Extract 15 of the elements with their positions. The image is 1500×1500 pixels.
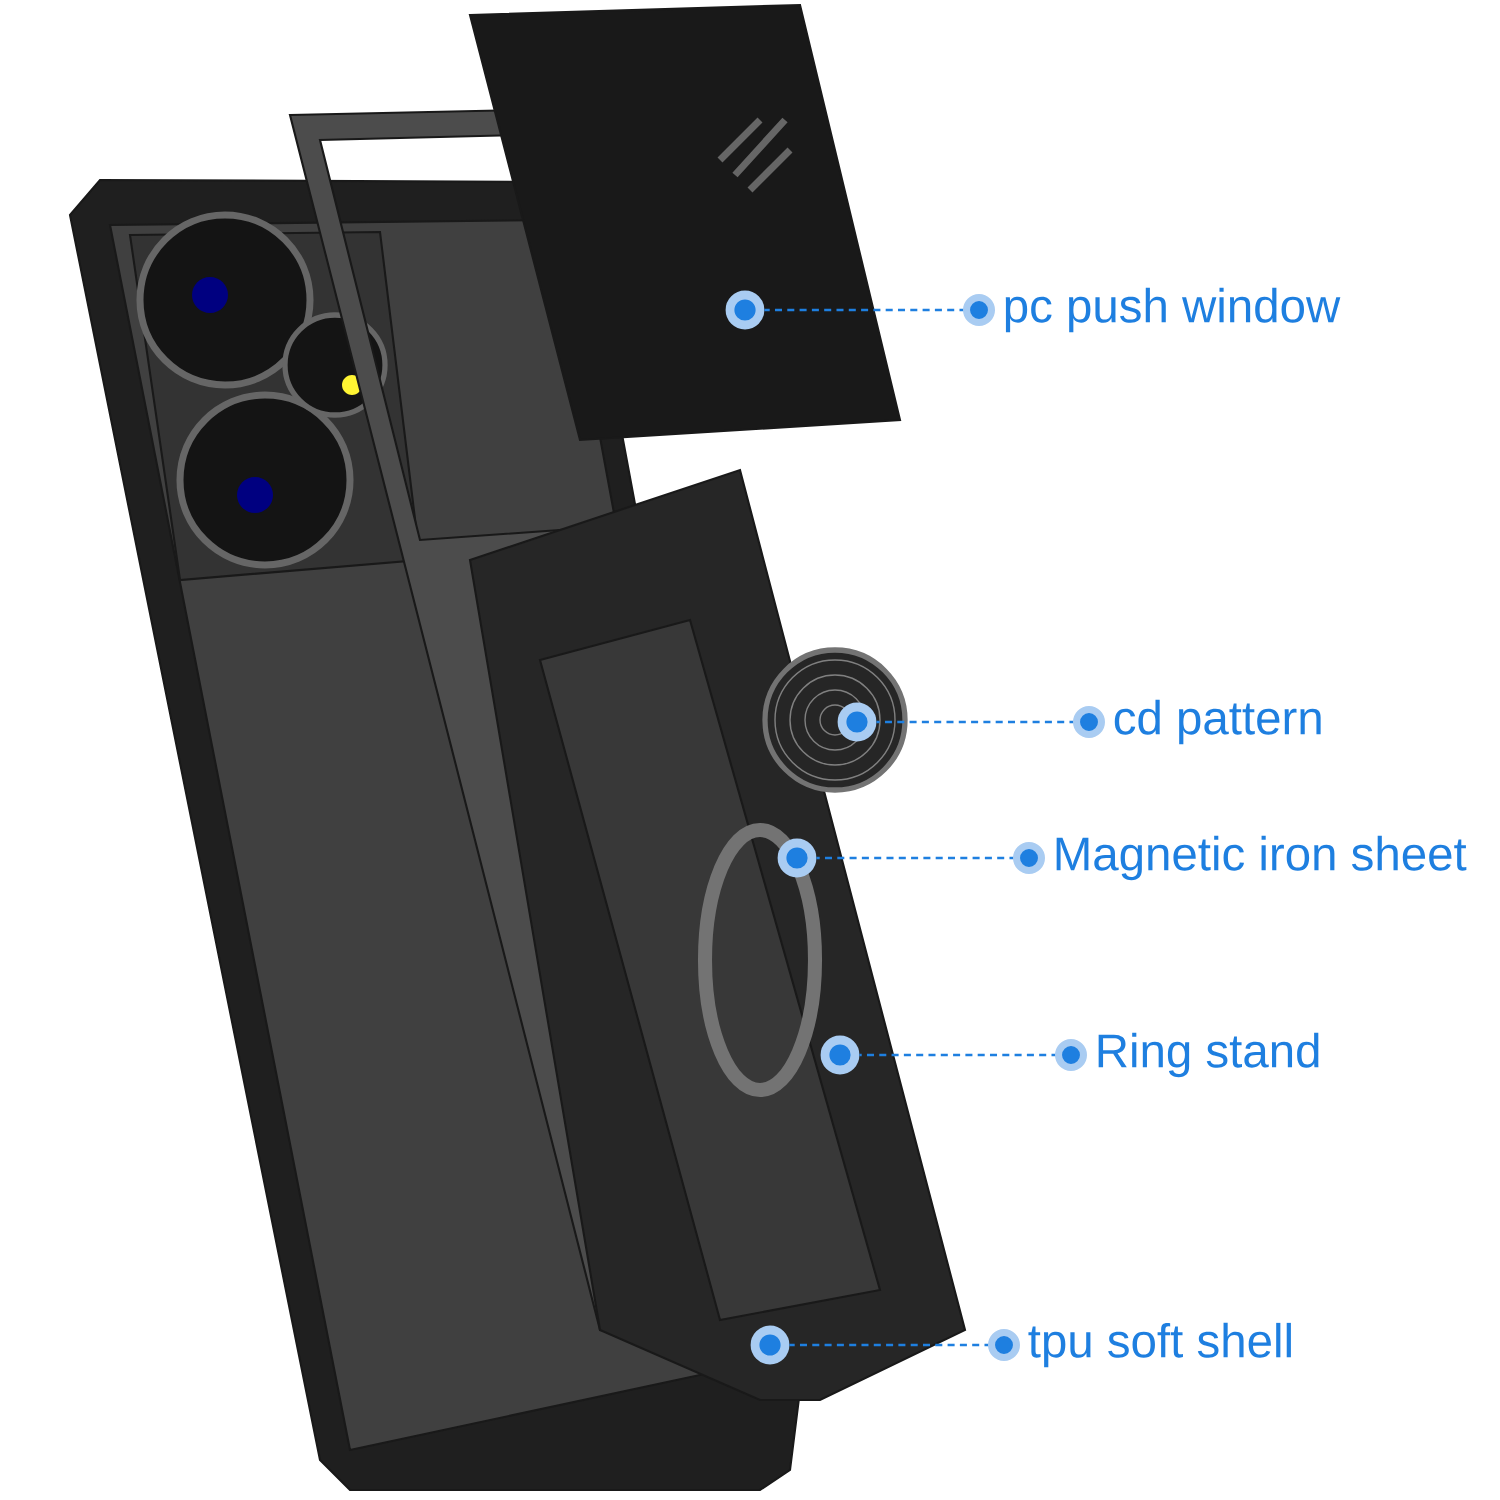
part-label: Magnetic iron sheet (1056, 835, 1467, 881)
part-label: tpu soft shell (1028, 1322, 1291, 1368)
callout-dot (777, 838, 817, 878)
callout-dot (820, 1035, 860, 1075)
callout-dot (837, 702, 877, 742)
part-label: cd pattern (1114, 699, 1321, 745)
part-label: pc push window (1005, 287, 1341, 333)
leader-line (859, 1039, 1087, 1071)
leader-line (816, 842, 1045, 874)
leader-line (789, 1329, 1020, 1361)
leader-line (876, 706, 1105, 738)
callout-dot (750, 1325, 790, 1365)
callout-dot (725, 290, 765, 330)
part-label: Ring stand (1098, 1032, 1319, 1078)
leader-line (764, 294, 995, 326)
